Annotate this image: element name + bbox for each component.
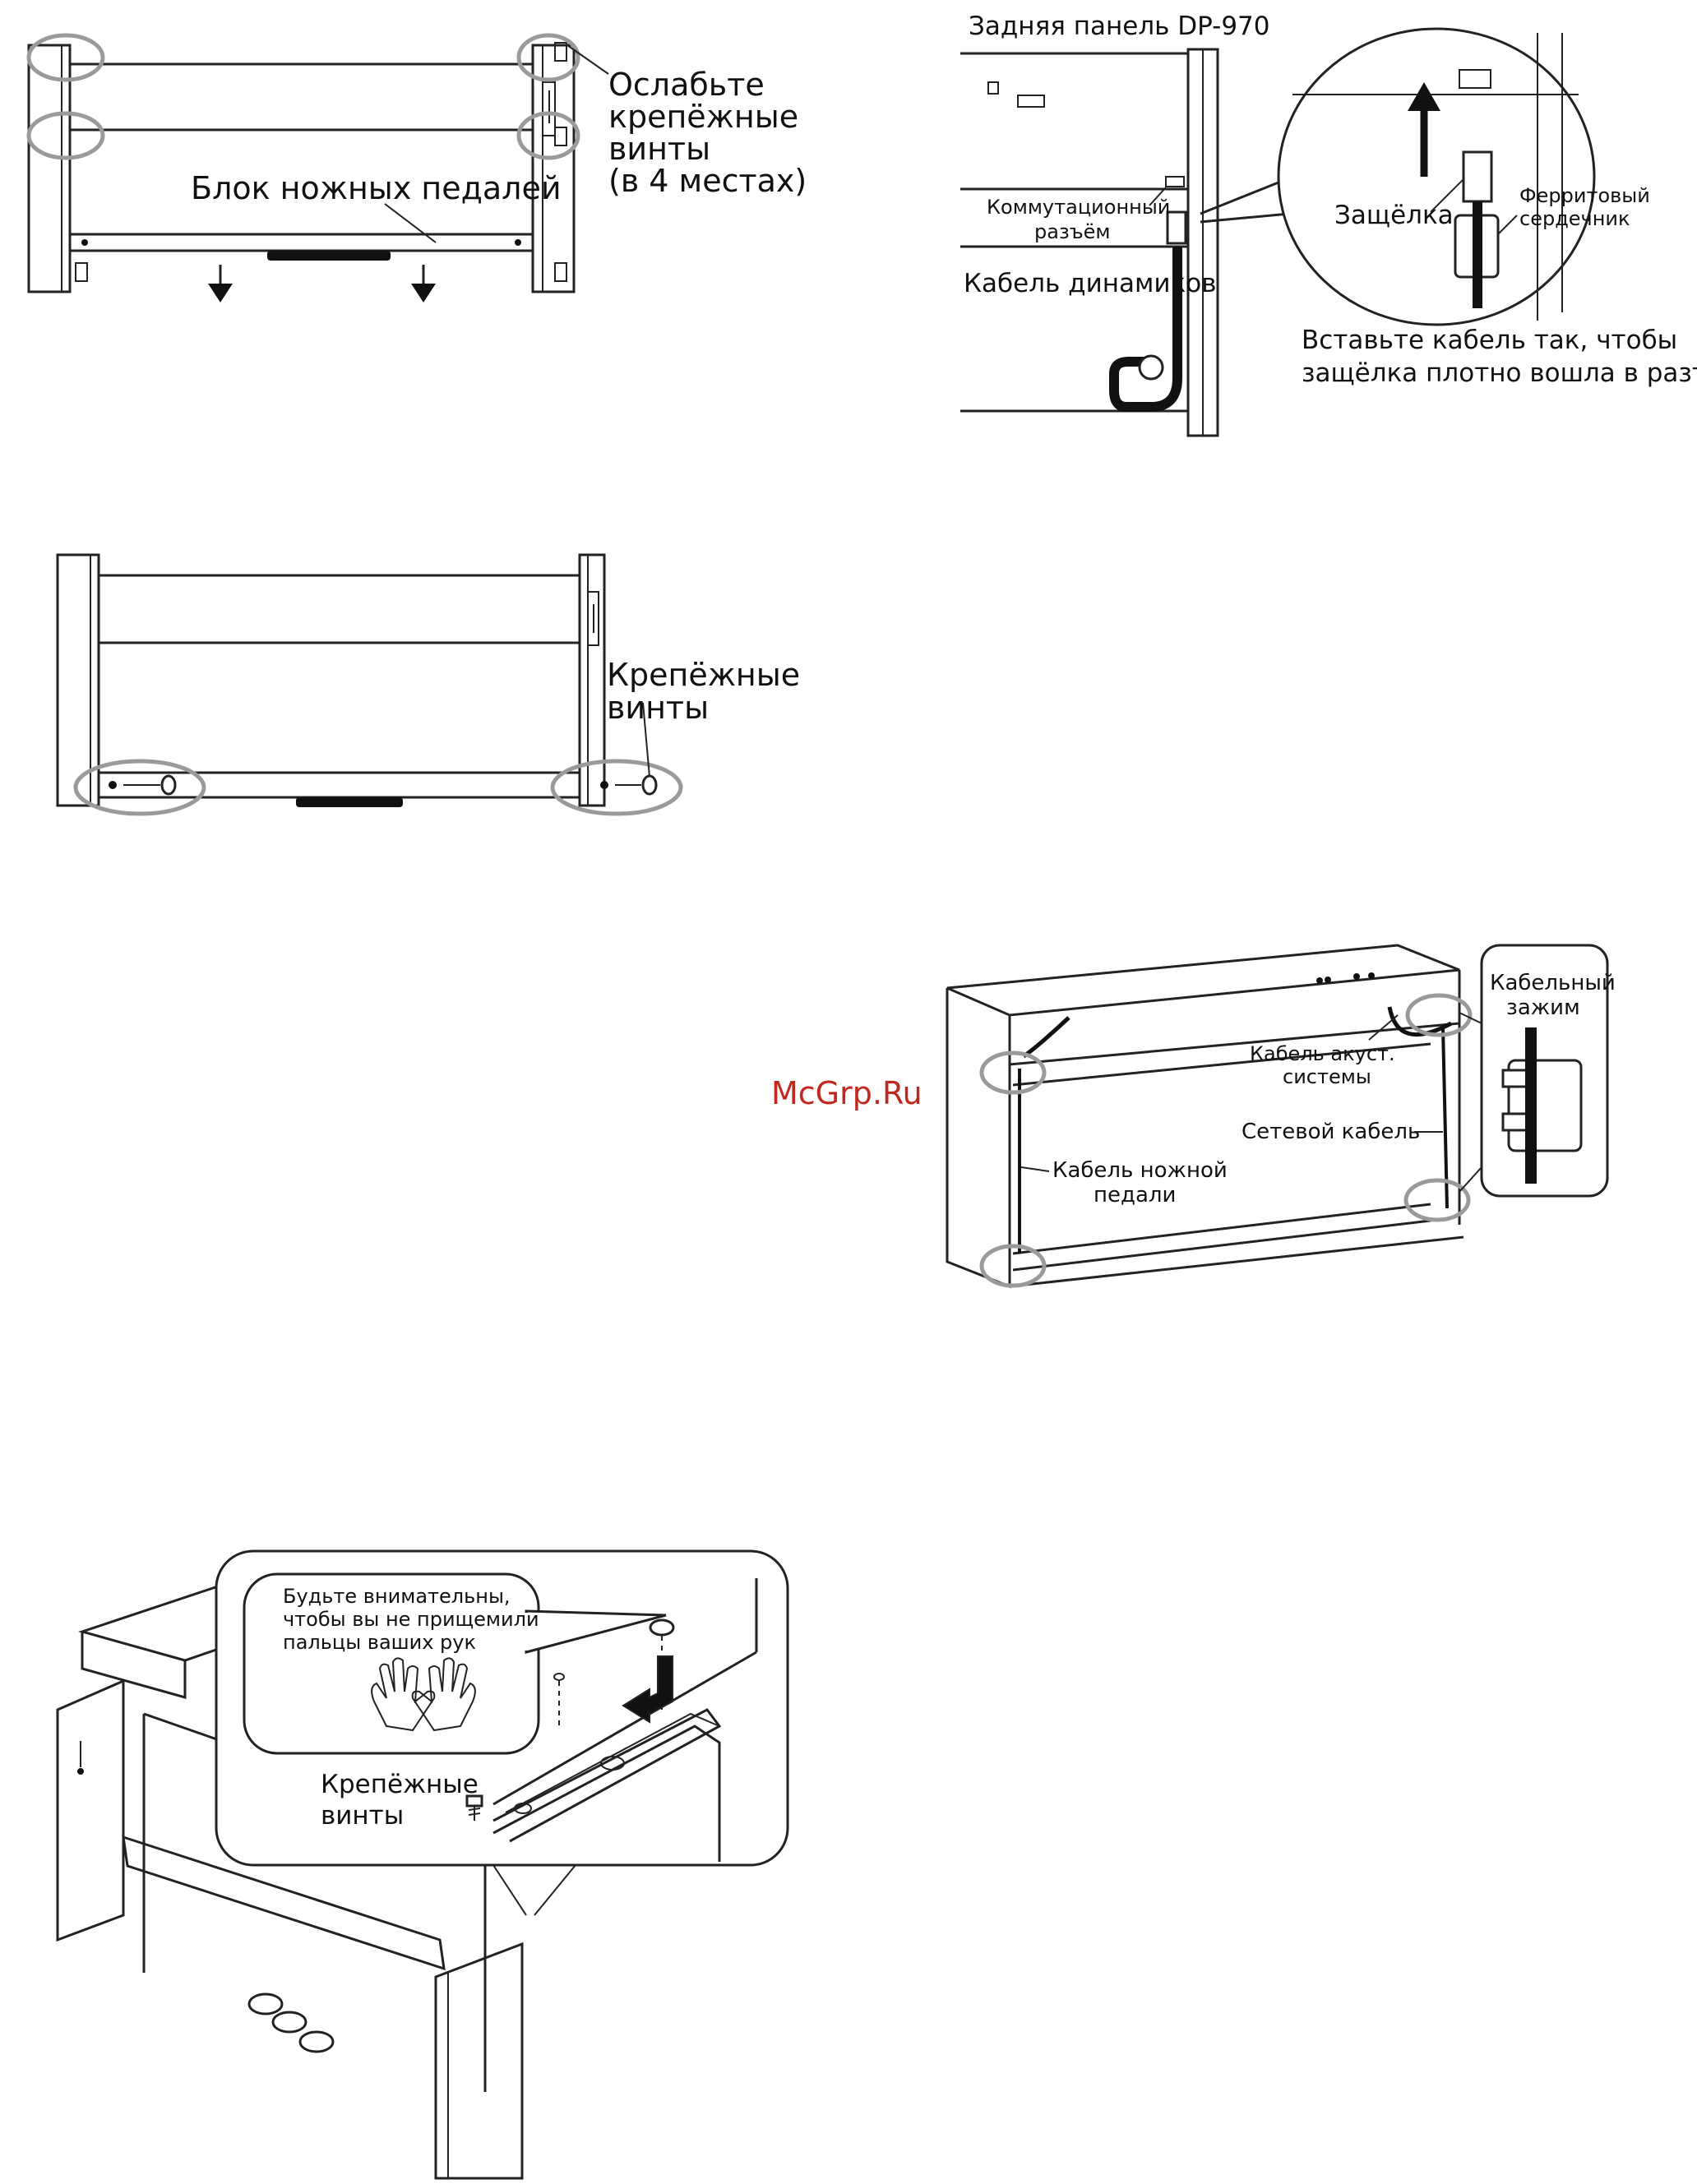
ferrite-label: Ферритовый сердечник xyxy=(1519,184,1657,230)
figure-cable-clamps: Кабельный зажим Кабель акуст. системы Се… xyxy=(946,944,1622,1289)
screw-icon xyxy=(600,774,658,796)
screw-icon xyxy=(465,1794,483,1821)
hands-icon xyxy=(371,1657,476,1732)
rear-panel-title: Задняя панель DP-970 xyxy=(969,12,1270,41)
acoustic-cable-label: Кабель акуст. системы xyxy=(1250,1042,1401,1088)
arrow-up-icon xyxy=(1408,82,1440,177)
figure-loosen-screws: Ослабьте крепёжные винты (в 4 местах) Бл… xyxy=(26,33,808,302)
insert-cable-note: Вставьте кабель так, чтобы защёлка плотн… xyxy=(1302,326,1697,388)
cable-clamp-label: Кабельный зажим xyxy=(1490,971,1622,1020)
fastening-screws-label: Крепёжные винты xyxy=(607,657,810,726)
screw-icon xyxy=(109,774,177,796)
watermark: McGrp.Ru xyxy=(771,1075,922,1111)
figure-tighten-screws: Крепёжные винты xyxy=(56,553,810,816)
figure-speaker-cable: Задняя панель DP-970 Коммутационный разъ… xyxy=(960,12,1697,437)
arrow-down-icon xyxy=(411,265,436,302)
connector-label: Коммутационный разъём xyxy=(987,196,1177,243)
pedal-block-label: Блок ножных педалей xyxy=(191,170,562,206)
fastening-screws-label-2: Крепёжные винты xyxy=(321,1770,487,1831)
loosen-screws-label: Ослабьте крепёжные винты (в 4 местах) xyxy=(608,67,808,199)
figure-mount-top: Будьте внимательны, чтобы вы не прищемил… xyxy=(56,1549,789,2180)
latch-label: Защёлка xyxy=(1334,201,1454,230)
finger-warning: Будьте внимательны, чтобы вы не прищемил… xyxy=(283,1585,545,1654)
arrow-icon xyxy=(622,1655,673,1724)
power-cable-label: Сетевой кабель xyxy=(1242,1120,1420,1144)
speaker-cable-label: Кабель динамиков xyxy=(964,269,1216,298)
arrow-down-icon xyxy=(208,265,233,302)
pedal-cable-label: Кабель ножной педали xyxy=(1052,1158,1234,1207)
